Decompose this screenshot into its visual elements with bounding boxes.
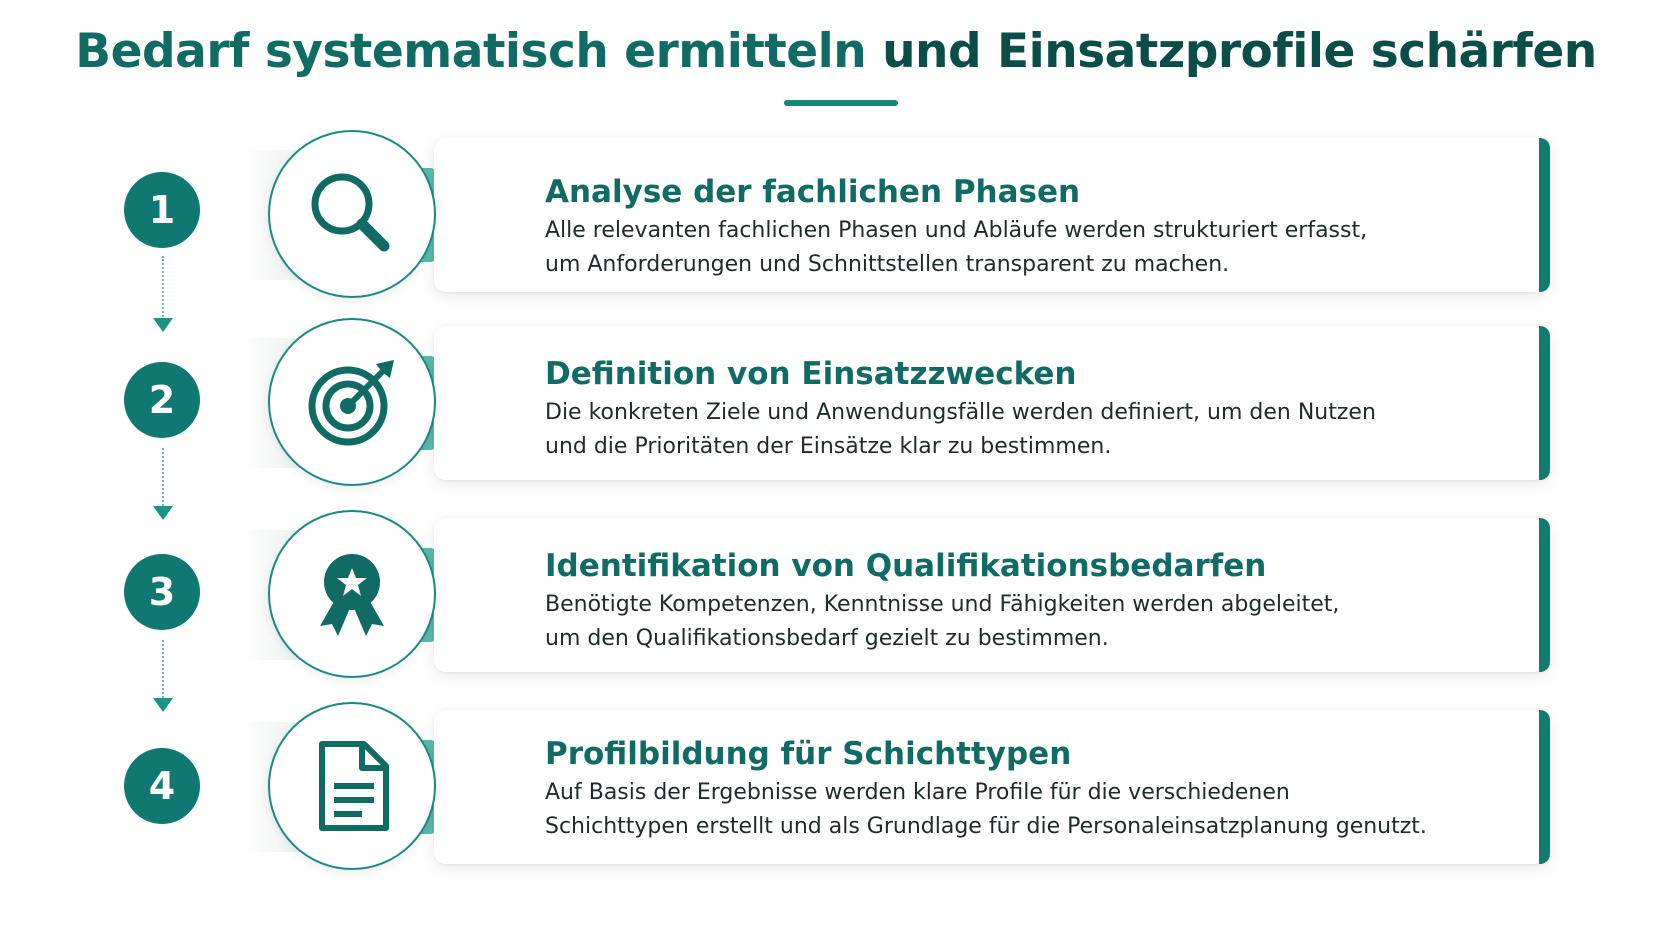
icon-circle	[268, 510, 436, 678]
connector-arrow-3	[153, 698, 173, 712]
connector-3-4	[162, 640, 164, 698]
title-underline	[784, 100, 898, 106]
target-icon	[308, 360, 394, 446]
step-title: Profilbildung für Schichttypen	[545, 736, 1072, 772]
connector-arrow-2	[153, 506, 173, 520]
step-number: 3	[124, 554, 200, 630]
card-accent-bar	[1539, 710, 1550, 864]
step-3: 3 Identifikation von Qualifikationsbedar…	[0, 510, 1672, 680]
step-description-line-2: um Anforderungen und Schnittstellen tran…	[545, 252, 1230, 277]
step-description-line-1: Benötigte Kompetenzen, Kenntnisse und Fä…	[545, 592, 1340, 617]
step-2: 2 Definition von Einsatzzwecken Die konk…	[0, 318, 1672, 488]
step-title: Definition von Einsatzzwecken	[545, 356, 1077, 392]
step-number: 2	[124, 362, 200, 438]
document-icon	[319, 741, 389, 831]
title-part-2: und Einsatzprofile schärfen	[882, 24, 1597, 79]
magnifier-icon	[311, 173, 390, 252]
icon-circle	[268, 130, 436, 298]
step-description-line-2: Schichttypen erstellt und als Grundlage …	[545, 814, 1427, 839]
connector-1-2	[162, 256, 164, 320]
card-accent-bar	[1539, 518, 1550, 672]
title-part-1: Bedarf systematisch ermitteln	[75, 24, 867, 79]
step-title: Analyse der fachlichen Phasen	[545, 174, 1081, 210]
step-description-line-1: Auf Basis der Ergebnisse werden klare Pr…	[545, 780, 1290, 805]
step-card	[434, 710, 1550, 864]
step-description-line-2: und die Prioritäten der Einsätze klar zu…	[545, 434, 1112, 459]
connector-2-3	[162, 448, 164, 506]
step-card	[434, 326, 1550, 480]
step-number: 1	[124, 172, 200, 248]
award-badge-icon	[320, 554, 384, 636]
page-title: Bedarf systematisch ermitteln und Einsat…	[0, 22, 1672, 82]
step-4: 4 Profilbildung für Schichttypen Auf Bas…	[0, 702, 1672, 872]
card-accent-bar	[1539, 138, 1550, 292]
step-card	[434, 518, 1550, 672]
step-1: 1 Analyse der fachlichen Phasen Alle rel…	[0, 130, 1672, 300]
step-description-line-1: Alle relevanten fachlichen Phasen und Ab…	[545, 218, 1368, 243]
step-card	[434, 138, 1550, 292]
card-accent-bar	[1539, 326, 1550, 480]
icon-circle	[268, 702, 436, 870]
connector-arrow-1	[153, 318, 173, 332]
step-number: 4	[124, 748, 200, 824]
step-description-line-2: um den Qualifikationsbedarf gezielt zu b…	[545, 626, 1109, 651]
icon-circle	[268, 318, 436, 486]
step-title: Identifikation von Qualifikationsbedarfe…	[545, 548, 1267, 584]
step-description-line-1: Die konkreten Ziele und Anwendungsfälle …	[545, 400, 1376, 425]
